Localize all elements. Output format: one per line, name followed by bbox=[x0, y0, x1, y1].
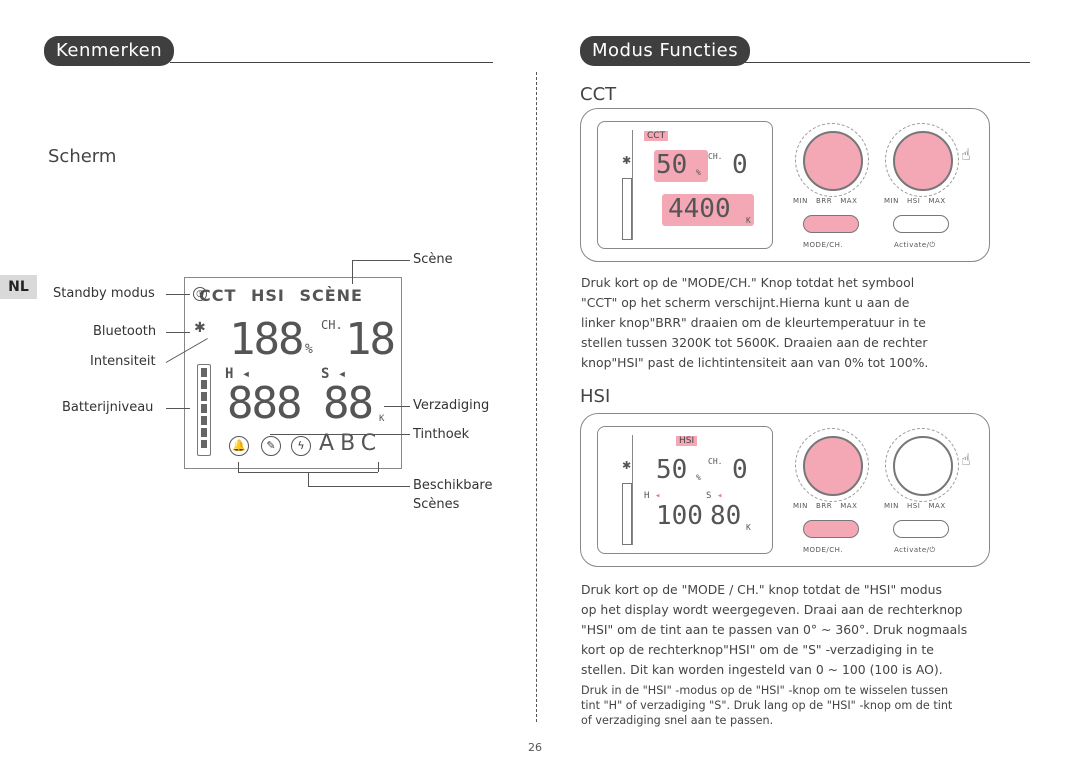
hsi-hue: 100 bbox=[656, 501, 703, 531]
cct-panel: ✱ CCT 50 % CH. 0 4400 K MIN BRR MAX MIN … bbox=[580, 108, 990, 262]
hsi-battery-icon bbox=[622, 483, 632, 545]
hsi-description: Druk kort op de "MODE / CH." knop totdat… bbox=[581, 582, 968, 677]
hsi-ch-label: CH. bbox=[708, 457, 723, 466]
cct-screen: ✱ CCT 50 % CH. 0 4400 K bbox=[597, 121, 773, 249]
callout-scene: Scène bbox=[413, 252, 453, 267]
cct-k-label: K bbox=[746, 216, 751, 225]
hsi-mode-button[interactable] bbox=[803, 520, 859, 538]
cct-hand-icon: ☝ bbox=[961, 145, 971, 164]
callout-saturation: Verzadiging bbox=[413, 398, 490, 413]
lcd-diagram: CCT HSI SCÈNE 188 % CH. 18 H ◂ S ◂ 888 8… bbox=[184, 277, 402, 469]
cct-mode-label: CCT bbox=[644, 131, 669, 141]
cct-mode-button-label: MODE/CH. bbox=[803, 241, 843, 249]
left-header-rule bbox=[170, 62, 493, 63]
clock-icon: ◷ bbox=[193, 287, 207, 301]
callout-available-1: Beschikbare bbox=[413, 478, 493, 493]
hsi-title: HSI bbox=[580, 386, 611, 407]
right-header: Modus Functies bbox=[580, 36, 751, 66]
lcd-s-label: S ◂ bbox=[321, 366, 347, 382]
cct-title: CCT bbox=[580, 84, 617, 105]
callout-intensity: Intensiteit bbox=[90, 354, 156, 369]
hsi-ch-value: 0 bbox=[732, 455, 748, 485]
hsi-k-label: K bbox=[746, 523, 751, 532]
hsi-panel: ✱ HSI 50 % CH. 0 H ◂ S ◂ 100 80 K MIN BR… bbox=[580, 413, 990, 567]
lcd-ch-digits: 18 bbox=[345, 314, 396, 365]
battery-icon bbox=[197, 364, 211, 456]
lcd-percent: % bbox=[305, 342, 313, 357]
hsi-s-label: S ◂ bbox=[706, 491, 723, 501]
hsi-brr-knob[interactable] bbox=[803, 436, 863, 496]
cct-kelvin: 4400 bbox=[668, 194, 731, 224]
lcd-mode-hsi: HSI bbox=[250, 286, 285, 305]
right-header-rule bbox=[745, 62, 1030, 63]
hsi-hand-icon: ☝ bbox=[961, 450, 971, 469]
callout-battery: Batterijniveau bbox=[62, 400, 154, 415]
lcd-ch-label: CH. bbox=[321, 318, 343, 332]
hsi-activate-button[interactable] bbox=[893, 520, 949, 538]
hsi-percent: % bbox=[696, 473, 701, 482]
cct-percent: % bbox=[696, 168, 701, 177]
cct-brr-knob[interactable] bbox=[803, 131, 863, 191]
hsi-sat: 80 bbox=[710, 501, 742, 531]
page-number: 26 bbox=[528, 741, 542, 754]
cct-ch-value: 0 bbox=[732, 150, 748, 180]
hsi-description-2: Druk in de "HSI" -modus op de "HSI" -kno… bbox=[581, 684, 953, 727]
callout-hue: Tinthoek bbox=[413, 427, 470, 442]
cct-activate-button-label: Activate/⏻ bbox=[894, 241, 936, 249]
scene-b: B bbox=[340, 431, 361, 456]
page-divider bbox=[536, 72, 537, 722]
lcd-big-digits: 888 bbox=[227, 378, 302, 429]
lightning-icon: ϟ bbox=[291, 436, 311, 456]
lcd-k-label: K bbox=[379, 414, 385, 424]
cct-mode-button[interactable] bbox=[803, 215, 859, 233]
cct-description: Druk kort op de "MODE/CH." Knop totdat h… bbox=[581, 275, 929, 370]
cct-bluetooth-icon: ✱ bbox=[622, 154, 632, 167]
callout-bluetooth: Bluetooth bbox=[93, 324, 157, 339]
left-header: Kenmerken bbox=[44, 36, 175, 66]
scene-c: C bbox=[360, 431, 383, 456]
hsi-activate-button-label: Activate/⏻ bbox=[894, 546, 936, 554]
screen-title: Scherm bbox=[48, 146, 117, 167]
hsi-bluetooth-icon: ✱ bbox=[622, 459, 632, 472]
lcd-mode-cct: CCT bbox=[199, 286, 237, 305]
scene-a: A bbox=[319, 431, 341, 456]
language-tab: NL bbox=[0, 275, 37, 299]
lcd-h-label: H ◂ bbox=[225, 366, 251, 382]
fire-icon: ✎ bbox=[261, 436, 281, 456]
hsi-h-label: H ◂ bbox=[644, 491, 661, 501]
lcd-small-digits: 88 bbox=[323, 378, 374, 429]
cct-hsi-knob[interactable] bbox=[893, 131, 953, 191]
cct-activate-button[interactable] bbox=[893, 215, 949, 233]
bell-icon: 🔔 bbox=[229, 436, 249, 456]
bluetooth-icon: ✱ bbox=[194, 320, 206, 336]
lcd-mode-scene: SCÈNE bbox=[299, 286, 363, 305]
hsi-mode-label: HSI bbox=[676, 436, 698, 446]
hsi-mode-button-label: MODE/CH. bbox=[803, 546, 843, 554]
cct-intensity: 50 bbox=[656, 150, 688, 180]
lcd-intensity-digits: 188 bbox=[229, 314, 304, 365]
callout-available-2: Scènes bbox=[413, 497, 460, 512]
hsi-intensity: 50 bbox=[656, 455, 688, 485]
callout-standby: Standby modus bbox=[53, 286, 155, 301]
cct-ch-label: CH. bbox=[708, 152, 723, 161]
hsi-screen: ✱ HSI 50 % CH. 0 H ◂ S ◂ 100 80 K bbox=[597, 426, 773, 554]
hsi-hsi-knob[interactable] bbox=[893, 436, 953, 496]
cct-battery-icon bbox=[622, 178, 632, 240]
